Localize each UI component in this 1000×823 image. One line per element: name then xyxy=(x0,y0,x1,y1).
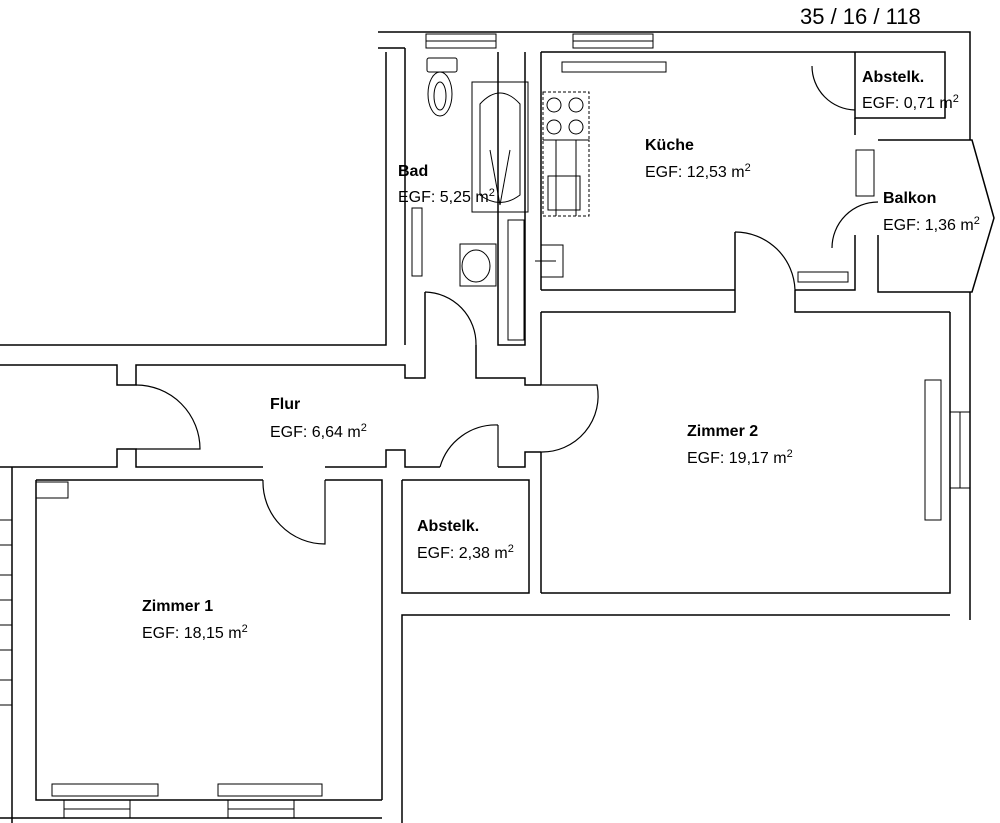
fixtures xyxy=(385,52,590,345)
room-name-abstelk-1: Abstelk. xyxy=(862,69,924,86)
plan-code: 35 / 16 / 118 xyxy=(800,4,921,29)
room-name-kueche: Küche xyxy=(645,137,694,154)
windows xyxy=(0,33,971,819)
room-area-zimmer-2: EGF: 19,17 m2 xyxy=(687,448,793,467)
room-area-balkon: EGF: 1,36 m2 xyxy=(883,215,980,234)
walls xyxy=(0,31,995,823)
room-name-zimmer-2: Zimmer 2 xyxy=(687,423,758,440)
doors xyxy=(135,65,879,545)
room-area-flur: EGF: 6,64 m2 xyxy=(270,422,367,441)
room-area-bad: EGF: 5,25 m2 xyxy=(398,187,495,206)
room-area-abstelk-1: EGF: 0,71 m2 xyxy=(862,93,959,112)
room-name-bad: Bad xyxy=(398,163,428,180)
room-name-balkon: Balkon xyxy=(883,190,936,207)
room-area-zimmer-1: EGF: 18,15 m2 xyxy=(142,623,248,642)
room-area-abstelk-2: EGF: 2,38 m2 xyxy=(417,543,514,562)
room-name-zimmer-1: Zimmer 1 xyxy=(142,598,213,615)
room-area-kueche: EGF: 12,53 m2 xyxy=(645,162,751,181)
radiators xyxy=(35,61,942,797)
room-name-flur: Flur xyxy=(270,396,300,413)
room-name-abstelk-2: Abstelk. xyxy=(417,518,479,535)
